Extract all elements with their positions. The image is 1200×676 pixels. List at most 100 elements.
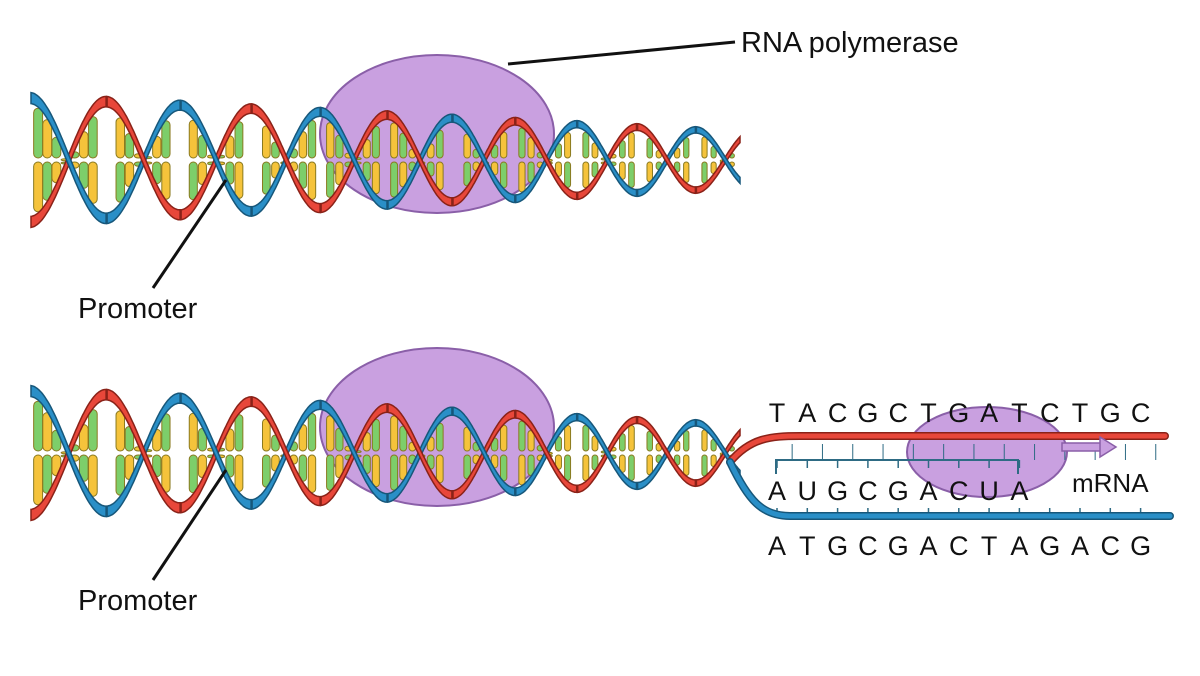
base-pair bbox=[628, 425, 635, 452]
coding-base: C bbox=[888, 398, 908, 428]
mrna-base: C bbox=[858, 476, 878, 506]
base-pair bbox=[33, 107, 44, 159]
coding-base: G bbox=[1100, 398, 1121, 428]
coding-base: T bbox=[920, 398, 937, 428]
base-pair bbox=[701, 136, 708, 159]
base-pair bbox=[261, 161, 271, 195]
dna-strand-blue bbox=[320, 106, 388, 210]
base-pair bbox=[307, 413, 317, 452]
mrna-base: C bbox=[949, 476, 969, 506]
rna-polymerase-pointer bbox=[507, 40, 736, 66]
dna-double-helix-bottom bbox=[30, 384, 741, 522]
coding-base: T bbox=[769, 398, 786, 428]
coding-base: G bbox=[857, 398, 878, 428]
dna-strand-blue bbox=[695, 125, 741, 186]
base-pair bbox=[564, 161, 572, 188]
dna-double-helix-top bbox=[30, 91, 741, 229]
base-pair bbox=[518, 454, 526, 486]
base-pair bbox=[500, 161, 508, 189]
base-pair bbox=[234, 454, 244, 492]
mrna-base: U bbox=[979, 476, 999, 506]
base-pair bbox=[33, 454, 44, 506]
base-pair bbox=[234, 414, 244, 452]
base-pair bbox=[188, 161, 198, 201]
base-pair bbox=[701, 429, 708, 452]
dna-strand-red bbox=[636, 415, 697, 488]
mrna-base: U bbox=[798, 476, 818, 506]
coding-base: C bbox=[1040, 398, 1060, 428]
base-pair bbox=[188, 454, 198, 494]
dna-strand-red bbox=[515, 409, 578, 494]
base-pair bbox=[518, 161, 526, 193]
base-pair bbox=[234, 121, 244, 159]
base-pair bbox=[33, 400, 44, 452]
base-pair bbox=[390, 161, 399, 198]
base-pair bbox=[326, 454, 335, 491]
mrna-base: G bbox=[888, 476, 909, 506]
base-pair bbox=[307, 161, 317, 200]
base-pair bbox=[701, 161, 708, 184]
base-pair bbox=[115, 117, 126, 159]
base-pair bbox=[371, 454, 380, 488]
base-pair bbox=[115, 454, 126, 496]
promoter-pointer-top bbox=[151, 179, 228, 289]
top-dna-panel: RNA polymerase Promoter bbox=[30, 27, 959, 325]
mrna-label: mRNA bbox=[1072, 468, 1149, 498]
dna-strand-blue bbox=[180, 392, 252, 510]
base-pair bbox=[261, 418, 271, 452]
dna-strand-red bbox=[106, 388, 181, 514]
template-base: T bbox=[981, 531, 998, 561]
base-pair bbox=[435, 454, 444, 484]
dna-strand-red bbox=[695, 134, 741, 195]
base-pair bbox=[371, 161, 380, 195]
base-pair bbox=[435, 422, 444, 452]
base-pair bbox=[646, 137, 653, 159]
coding-base: T bbox=[1011, 398, 1028, 428]
base-pair bbox=[371, 125, 380, 159]
base-pair bbox=[188, 412, 198, 452]
base-pair bbox=[390, 454, 399, 491]
base-pair bbox=[161, 120, 171, 159]
base-pair bbox=[628, 132, 635, 159]
coding-base: A bbox=[980, 398, 998, 428]
promoter-label-top: Promoter bbox=[78, 293, 198, 325]
coding-base: G bbox=[948, 398, 969, 428]
base-pair bbox=[646, 454, 653, 476]
base-pair bbox=[161, 454, 171, 493]
base-pair bbox=[646, 430, 653, 452]
base-pair bbox=[326, 415, 335, 452]
base-pair bbox=[88, 454, 98, 497]
base-pair bbox=[500, 424, 508, 452]
base-pair bbox=[435, 161, 444, 191]
base-pair bbox=[701, 454, 708, 477]
transcription-direction-arrow-icon bbox=[1061, 435, 1118, 459]
base-pair bbox=[33, 161, 44, 213]
coding-base: A bbox=[798, 398, 816, 428]
base-pair bbox=[683, 161, 690, 183]
base-pair bbox=[564, 425, 572, 452]
base-pair bbox=[326, 122, 335, 159]
template-base: G bbox=[1130, 531, 1151, 561]
base-pair bbox=[564, 132, 572, 159]
mrna-strand bbox=[775, 459, 1019, 474]
base-pair bbox=[500, 454, 508, 482]
base-pair bbox=[518, 127, 526, 159]
base-pair bbox=[88, 116, 98, 159]
dna-strand-blue bbox=[452, 406, 516, 497]
base-pair bbox=[582, 454, 590, 482]
dna-strand-red bbox=[387, 110, 453, 207]
template-base: T bbox=[799, 531, 816, 561]
base-pair bbox=[390, 122, 399, 159]
base-pair bbox=[88, 409, 98, 452]
base-pair bbox=[115, 161, 126, 203]
base-pair bbox=[390, 415, 399, 452]
base-pair bbox=[326, 161, 335, 198]
dna-strand-blue bbox=[576, 119, 638, 198]
base-pair bbox=[683, 430, 690, 452]
base-pair bbox=[261, 125, 271, 159]
dna-strand-red bbox=[251, 102, 321, 214]
dna-strand-red bbox=[636, 122, 697, 195]
template-base: A bbox=[1010, 531, 1028, 561]
